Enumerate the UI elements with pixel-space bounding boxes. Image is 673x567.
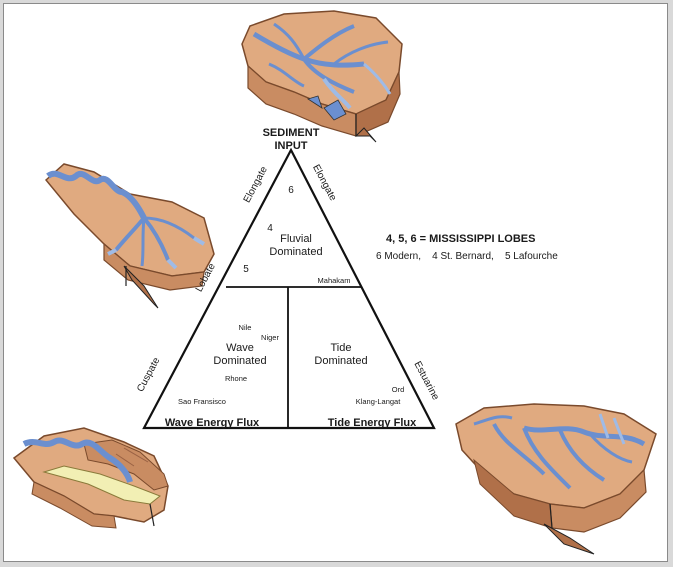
delta-rhone: Rhone bbox=[225, 374, 247, 383]
cuspate-label: Cuspate bbox=[135, 355, 162, 393]
wave-energy-flux-label: Wave Energy Flux bbox=[165, 417, 260, 429]
wave-zone-label-2: Dominated bbox=[213, 355, 266, 367]
delta-ord: Ord bbox=[392, 385, 405, 394]
delta-klang-langat: Klang-Langat bbox=[356, 397, 402, 406]
legend-title: 4, 5, 6 = MISSISSIPPI LOBES bbox=[386, 233, 535, 245]
fluvial-delta-block bbox=[241, 10, 403, 143]
delta-sao-fransisco: Sao Fransisco bbox=[178, 397, 226, 406]
figure-frame: SEDIMENT INPUT Wave Energy Flux Tide Ene… bbox=[3, 3, 668, 562]
cuspate-delta-block bbox=[12, 427, 169, 529]
delta-nile: Nile bbox=[239, 323, 252, 332]
ternary-triangle bbox=[142, 147, 436, 430]
legend-lobes-line: 6 Modern, 4 St. Bernard, 5 Lafourche bbox=[376, 251, 558, 262]
tide-energy-flux-label: Tide Energy Flux bbox=[328, 417, 417, 429]
estuarine-label: Estuarine bbox=[411, 360, 441, 403]
sediment-input-label-2: INPUT bbox=[275, 140, 308, 152]
fluvial-zone-label: Fluvial bbox=[280, 233, 312, 245]
tide-zone-label: Tide bbox=[331, 342, 352, 354]
sediment-input-label: SEDIMENT bbox=[263, 127, 320, 139]
wave-zone-label: Wave bbox=[226, 342, 254, 354]
triangle-outline bbox=[142, 147, 436, 430]
lobe-number-4: 4 bbox=[267, 223, 273, 234]
estuarine-delta-block bbox=[455, 403, 657, 555]
lobe-number-6: 6 bbox=[288, 185, 294, 196]
lobe-number-5: 5 bbox=[243, 264, 249, 275]
tide-zone-label-2: Dominated bbox=[314, 355, 367, 367]
fluvial-zone-label-2: Dominated bbox=[269, 246, 322, 258]
delta-niger: Niger bbox=[261, 333, 279, 342]
delta-mahakam: Mahakam bbox=[318, 276, 351, 285]
lobate-delta-block bbox=[44, 163, 215, 309]
delta-classification-diagram: SEDIMENT INPUT Wave Energy Flux Tide Ene… bbox=[12, 10, 657, 555]
